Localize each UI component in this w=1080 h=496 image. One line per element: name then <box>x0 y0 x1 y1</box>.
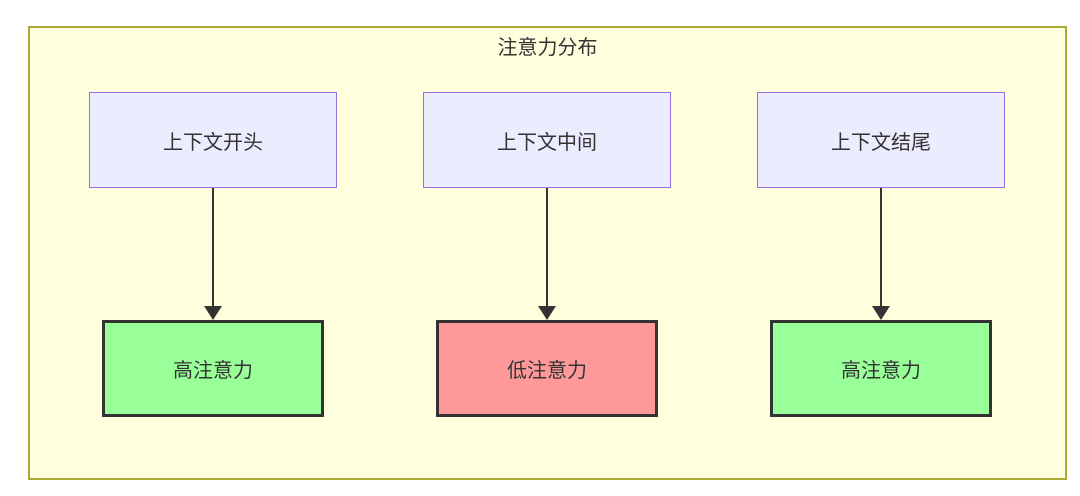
arrow-line <box>546 188 548 306</box>
arrowhead-down-icon <box>538 306 556 320</box>
node-low-attention: 低注意力 <box>436 320 658 417</box>
arrow-line <box>880 188 882 306</box>
arrowhead-down-icon <box>204 306 222 320</box>
arrow-line <box>212 188 214 306</box>
node-context-middle: 上下文中间 <box>423 92 671 188</box>
arrow-start-to-high <box>204 188 222 320</box>
arrowhead-down-icon <box>872 306 890 320</box>
node-high-attention-left: 高注意力 <box>102 320 324 417</box>
node-context-end: 上下文结尾 <box>757 92 1005 188</box>
diagram-title: 注意力分布 <box>497 37 598 59</box>
arrow-middle-to-low <box>538 188 556 320</box>
arrow-end-to-high <box>872 188 890 320</box>
node-context-start: 上下文开头 <box>89 92 337 188</box>
node-high-attention-right: 高注意力 <box>770 320 992 417</box>
